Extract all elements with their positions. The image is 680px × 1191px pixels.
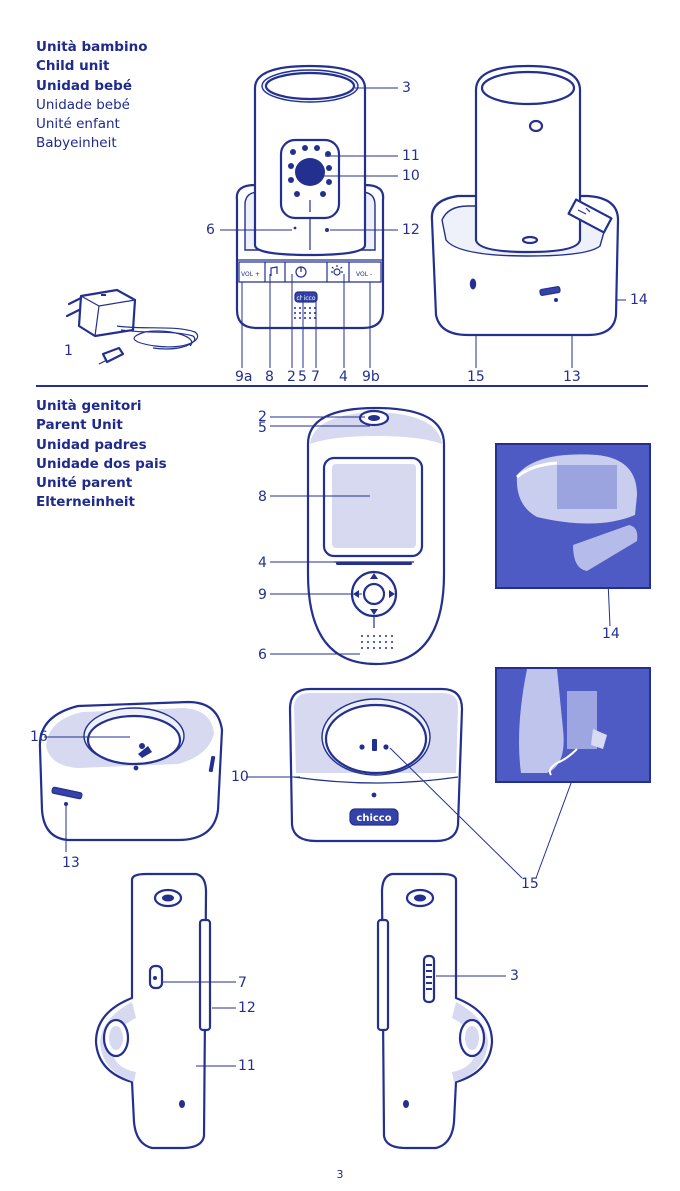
battery-connector-photo [495,667,651,783]
callout-13-rear: 13 [563,369,581,385]
callout-15-rear: 15 [467,369,485,385]
callout-5: 5 [298,369,307,385]
callout-9-parent: 9 [258,587,267,603]
callout-4-parent: 4 [258,555,267,571]
callout-12-parent: 12 [238,1000,256,1016]
callout-9a: 9a [235,369,253,385]
callout-4: 4 [339,369,348,385]
page-number: 3 [0,1168,680,1181]
callout-11: 11 [402,148,420,164]
parent-side-right-illustration [372,872,496,1152]
callout-8-parent: 8 [258,489,267,505]
callout-12: 12 [402,222,420,238]
callout-3: 3 [402,80,411,96]
callout-9b: 9b [362,369,380,385]
callout-14-parent: 14 [602,626,620,642]
callout-6: 6 [206,222,215,238]
callout-2: 2 [287,369,296,385]
callout-5-parent: 5 [258,420,267,436]
child-unit-rear-illustration [428,60,624,340]
battery-compartment-photo [495,443,651,589]
callout-6-parent: 6 [258,647,267,663]
callout-8: 8 [265,369,274,385]
callout-10: 10 [402,168,420,184]
callout-14-rear: 14 [630,292,648,308]
section-divider [36,385,648,387]
callout-15-parent: 15 [521,876,539,892]
side-right-leaders [0,970,680,990]
callout-3-parent: 3 [510,968,519,984]
callout-7: 7 [311,369,320,385]
callout-11-parent: 11 [238,1058,256,1074]
callout-10-parent: 10 [231,769,249,785]
